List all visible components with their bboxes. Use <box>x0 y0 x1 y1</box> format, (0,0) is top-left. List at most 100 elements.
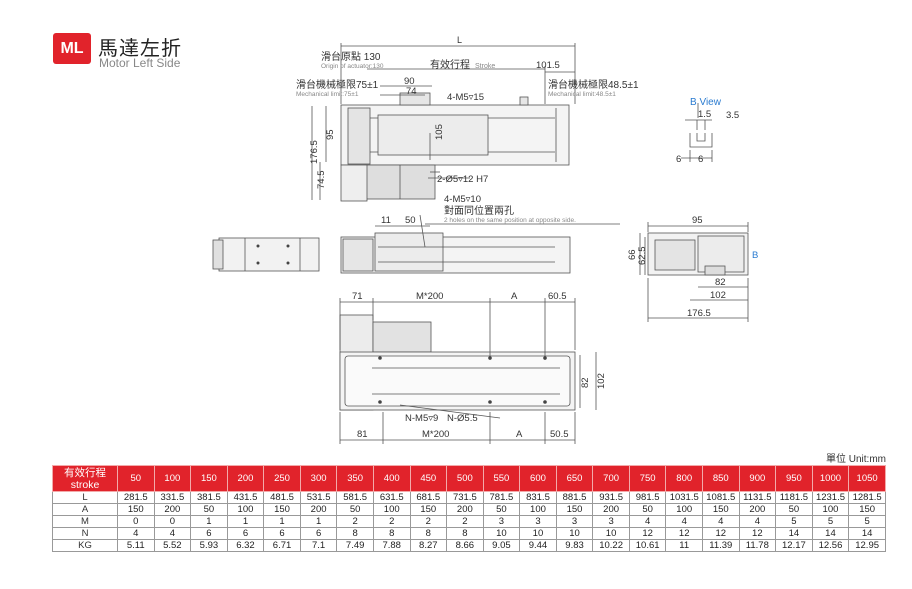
corner-zh: 有效行程 <box>64 466 106 479</box>
table-cell: 1181.5 <box>775 491 813 504</box>
table-cell: 12 <box>628 527 667 540</box>
table-cell: 4 <box>153 527 192 540</box>
table-cell: 781.5 <box>482 491 521 504</box>
table-cell: 4 <box>117 527 155 540</box>
dim-176-5: 176.5 <box>309 140 320 164</box>
stroke-header-cell: 350 <box>336 465 374 492</box>
page-title: 馬達左折 <box>98 36 182 60</box>
table-cell: 100 <box>665 503 703 516</box>
table-cell: 5.52 <box>153 539 192 552</box>
stroke-header-cell: 300 <box>299 465 338 492</box>
table-cell: 4 <box>665 515 703 528</box>
dim-101-5: 101.5 <box>536 60 560 71</box>
table-cell: 50 <box>190 503 228 516</box>
table-cell: 581.5 <box>336 491 374 504</box>
table-cell: 1131.5 <box>738 491 777 504</box>
table-cell: 150 <box>848 503 886 516</box>
table-cell: 100 <box>226 503 265 516</box>
dim-74-5: 74.5 <box>316 171 327 190</box>
stroke-header-cell: 200 <box>226 465 265 492</box>
table-cell: 150 <box>117 503 155 516</box>
stroke-header-cell: 400 <box>372 465 411 492</box>
table-cell: 50 <box>628 503 667 516</box>
table-cell: 12 <box>665 527 703 540</box>
opposite-zh: 對面同位置兩孔 <box>444 204 514 217</box>
unit-note: 單位 Unit:mm <box>826 454 886 465</box>
table-cell: 14 <box>848 527 886 540</box>
table-cell: 931.5 <box>592 491 630 504</box>
table-cell: 531.5 <box>299 491 338 504</box>
table-cell: 11.78 <box>738 539 777 552</box>
table-cell: 7.1 <box>299 539 338 552</box>
hole-markers <box>256 244 547 404</box>
origin-zh: 滑台原點 130 <box>321 50 381 63</box>
top-dim-m200: M*200 <box>416 291 443 302</box>
corner-en: stroke <box>70 478 100 491</box>
row-label: M <box>52 515 118 528</box>
table-cell: 331.5 <box>153 491 192 504</box>
table-cell: 11 <box>665 539 703 552</box>
row-label: N <box>52 527 118 540</box>
table-cell: 8 <box>446 527 484 540</box>
stroke-zh: 有效行程 <box>430 58 470 71</box>
dim-105: 105 <box>434 124 445 140</box>
table-cell: 5 <box>811 515 850 528</box>
table-cell: 200 <box>299 503 338 516</box>
table-cell: 5.93 <box>190 539 228 552</box>
table-cell: 5 <box>775 515 813 528</box>
table-cell: 3 <box>592 515 630 528</box>
table-cell: 8 <box>372 527 411 540</box>
side-view <box>340 214 620 274</box>
table-cell: 8.66 <box>446 539 484 552</box>
stroke-header-cell: 1050 <box>848 465 886 492</box>
table-cell: 2 <box>336 515 374 528</box>
table-cell: 10 <box>482 527 521 540</box>
table-cell: 4 <box>628 515 667 528</box>
bot-dim-50-5: 50.5 <box>550 429 569 440</box>
stroke-header-cell: 950 <box>775 465 813 492</box>
table-cell: 5 <box>848 515 886 528</box>
table-cell: 12 <box>738 527 777 540</box>
table-cell: 4 <box>702 515 740 528</box>
table-cell: 9.44 <box>519 539 557 552</box>
table-cell: 150 <box>702 503 740 516</box>
row-label: KG <box>52 539 118 552</box>
table-cell: 50 <box>482 503 521 516</box>
table-cell: 7.49 <box>336 539 374 552</box>
table-cell: 8 <box>336 527 374 540</box>
table-cell: 6 <box>263 527 301 540</box>
table-cell: 10.22 <box>592 539 630 552</box>
table-cell: 7.88 <box>372 539 411 552</box>
top-dim-60-5: 60.5 <box>548 291 567 302</box>
table-cell: 12 <box>702 527 740 540</box>
table-cell: 8 <box>409 527 448 540</box>
row-label: A <box>52 503 118 516</box>
table-cell: 2 <box>409 515 448 528</box>
stroke-header-cell: 800 <box>665 465 703 492</box>
stroke-header-cell: 700 <box>592 465 630 492</box>
b-dim-6b: 6 <box>698 154 703 165</box>
end-dim-66: 66 <box>627 249 638 260</box>
label-m5-15: 4-M5▿15 <box>447 92 484 103</box>
dim-74: 74 <box>406 86 417 97</box>
label-nm5: N-M5▿9 <box>405 413 438 424</box>
table-cell: 0 <box>153 515 192 528</box>
table-cell: 881.5 <box>555 491 594 504</box>
table-cell: 381.5 <box>190 491 228 504</box>
table-cell: 681.5 <box>409 491 448 504</box>
stroke-header-cell: 900 <box>738 465 777 492</box>
b-dim-3-5: 3.5 <box>726 110 739 121</box>
b-dim-1-5: 1.5 <box>698 109 711 120</box>
bot-dim-102: 102 <box>596 373 607 389</box>
table-cell: 1281.5 <box>848 491 886 504</box>
stroke-header-cell: 100 <box>153 465 192 492</box>
table-cell: 11.39 <box>702 539 740 552</box>
table-cell: 1 <box>263 515 301 528</box>
table-cell: 6 <box>190 527 228 540</box>
label-hole: 2-Ø5▿12 H7 <box>437 174 488 185</box>
table-cell: 100 <box>811 503 850 516</box>
